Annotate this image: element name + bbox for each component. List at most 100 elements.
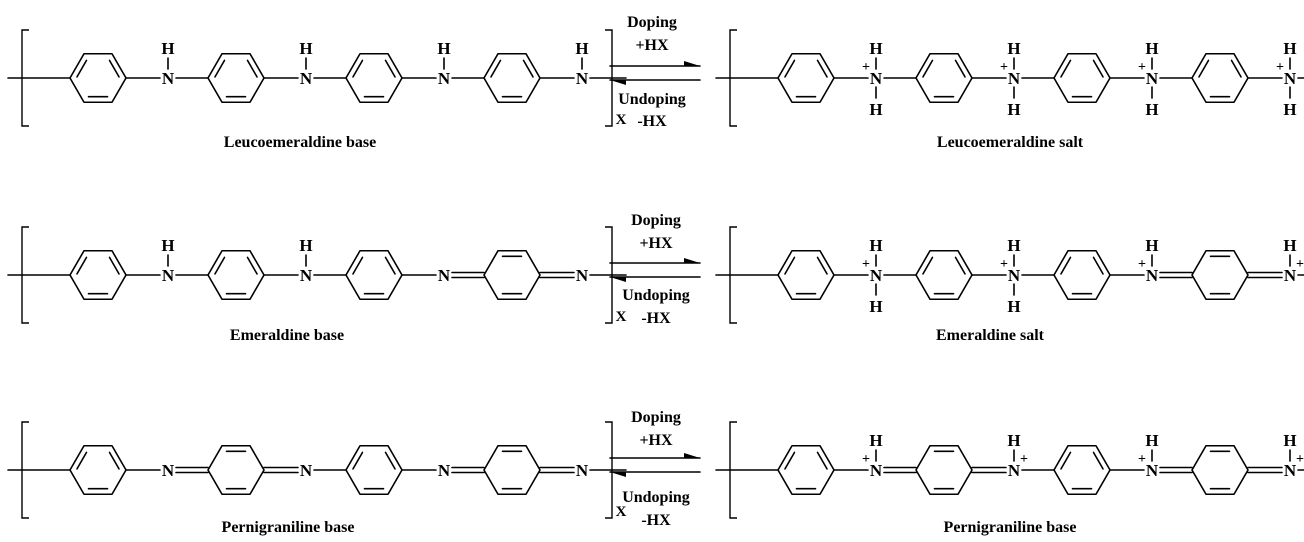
inner-double-bond: [108, 59, 120, 78]
quinoid-ring: [915, 444, 973, 496]
ring-outline: [777, 52, 835, 104]
nitrogen-atom: N: [576, 266, 589, 285]
ring-outline: [1191, 249, 1249, 301]
nitrogen-atom: N: [300, 69, 313, 88]
ring-outline: [483, 52, 541, 104]
equilibrium-arrows: [609, 453, 701, 477]
hydrogen-atom: H: [299, 39, 312, 58]
inner-double-bond: [954, 59, 966, 78]
benzene-ring: [1053, 249, 1111, 301]
benzene-ring: [207, 52, 265, 104]
row-pernigraniline: Pernigraniline base Pernigraniline base …: [222, 409, 1077, 536]
row-leucoemeraldine: Leucoemeraldine base Leucoemeraldine sal…: [224, 14, 1084, 151]
right-polymer-chain: XNH+NH+NH+NH+: [715, 421, 1304, 519]
hydrogen-atom: H: [869, 39, 882, 58]
doping-reagent-label: +HX: [635, 37, 669, 54]
inner-double-bond: [816, 256, 828, 275]
nitrogen-atom: N: [438, 266, 451, 285]
ring-outline: [1191, 52, 1249, 104]
inner-double-bond: [76, 59, 88, 78]
inner-double-bond: [1060, 59, 1072, 78]
undoping-reagent-label: -HX: [641, 512, 671, 529]
quinoid-ring: [207, 444, 265, 496]
reverse-arrowhead: [610, 277, 626, 282]
benzene-ring: [207, 249, 265, 301]
inner-double-bond: [246, 256, 258, 275]
inner-double-bond: [1230, 59, 1242, 78]
ring-outline: [345, 444, 403, 496]
ring-outline: [1053, 52, 1111, 104]
ring-outline: [1053, 249, 1111, 301]
undoping-label: Undoping: [622, 287, 690, 304]
inner-double-bond: [384, 256, 396, 275]
hydrogen-atom: H: [1007, 236, 1020, 255]
undoping-reagent-label: -HX: [641, 310, 671, 327]
inner-double-bond: [816, 59, 828, 78]
hydrogen-atom: H: [1145, 100, 1158, 119]
hydrogen-atom: H: [1283, 100, 1296, 119]
forward-arrowhead: [684, 453, 700, 458]
nitrogen-atom: N: [438, 461, 451, 480]
doping-label: Doping: [631, 409, 681, 426]
undoping-reagent-label: -HX: [637, 113, 667, 130]
hydrogen-atom: H: [437, 39, 450, 58]
left-polymer-name: Pernigraniline base: [222, 519, 355, 536]
inner-double-bond: [922, 59, 934, 78]
doping-reagent-label: +HX: [639, 235, 673, 252]
left-polymer-name: Leucoemeraldine base: [224, 134, 376, 151]
row-emeraldine: Emeraldine base Emeraldine salt Doping +…: [230, 212, 1045, 344]
hydrogen-atom: H: [1283, 39, 1296, 58]
hydrogen-atom: H: [869, 100, 882, 119]
ring-outline: [1191, 444, 1249, 496]
inner-double-bond: [490, 59, 502, 78]
positive-charge: +: [1138, 60, 1146, 75]
hydrogen-atom: H: [1007, 431, 1020, 450]
benzene-ring: [69, 444, 127, 496]
forward-arrowhead: [684, 61, 700, 66]
hydrogen-atom: H: [1145, 39, 1158, 58]
inner-double-bond: [214, 256, 226, 275]
inner-double-bond: [384, 59, 396, 78]
nitrogen-atom: N: [1146, 266, 1159, 285]
nitrogen-atom: N: [870, 461, 883, 480]
nitrogen-atom: N: [1284, 461, 1297, 480]
benzene-ring: [345, 444, 403, 496]
quinoid-ring: [483, 249, 541, 301]
positive-charge: +: [1000, 257, 1008, 272]
right-polymer-name: Leucoemeraldine salt: [937, 134, 1084, 151]
benzene-ring: [777, 52, 835, 104]
reverse-arrowhead: [610, 80, 626, 85]
ring-outline: [915, 444, 973, 496]
hydrogen-atom: H: [1283, 236, 1296, 255]
nitrogen-atom: N: [438, 69, 451, 88]
ring-outline: [777, 444, 835, 496]
hydrogen-atom: H: [1007, 39, 1020, 58]
benzene-ring: [915, 249, 973, 301]
inner-double-bond: [352, 451, 364, 470]
inner-double-bond: [76, 256, 88, 275]
inner-double-bond: [384, 451, 396, 470]
nitrogen-atom: N: [162, 461, 175, 480]
left-polymer-name: Emeraldine base: [230, 327, 344, 344]
ring-outline: [69, 52, 127, 104]
inner-double-bond: [108, 451, 120, 470]
nitrogen-atom: N: [1284, 266, 1297, 285]
hydrogen-atom: H: [1007, 100, 1020, 119]
repeat-subscript: X: [616, 112, 627, 128]
right-polymer-chain: XNHH+NHH+NHH+NHH+: [715, 29, 1304, 127]
hydrogen-atom: H: [575, 39, 588, 58]
benzene-ring: [345, 249, 403, 301]
inner-double-bond: [784, 59, 796, 78]
positive-charge: +: [862, 60, 870, 75]
inner-double-bond: [352, 256, 364, 275]
nitrogen-atom: N: [1008, 69, 1021, 88]
positive-charge: +: [1138, 257, 1146, 272]
nitrogen-atom: N: [870, 266, 883, 285]
inner-double-bond: [1092, 256, 1104, 275]
positive-charge: +: [1020, 452, 1028, 467]
ring-outline: [69, 249, 127, 301]
benzene-ring: [777, 249, 835, 301]
